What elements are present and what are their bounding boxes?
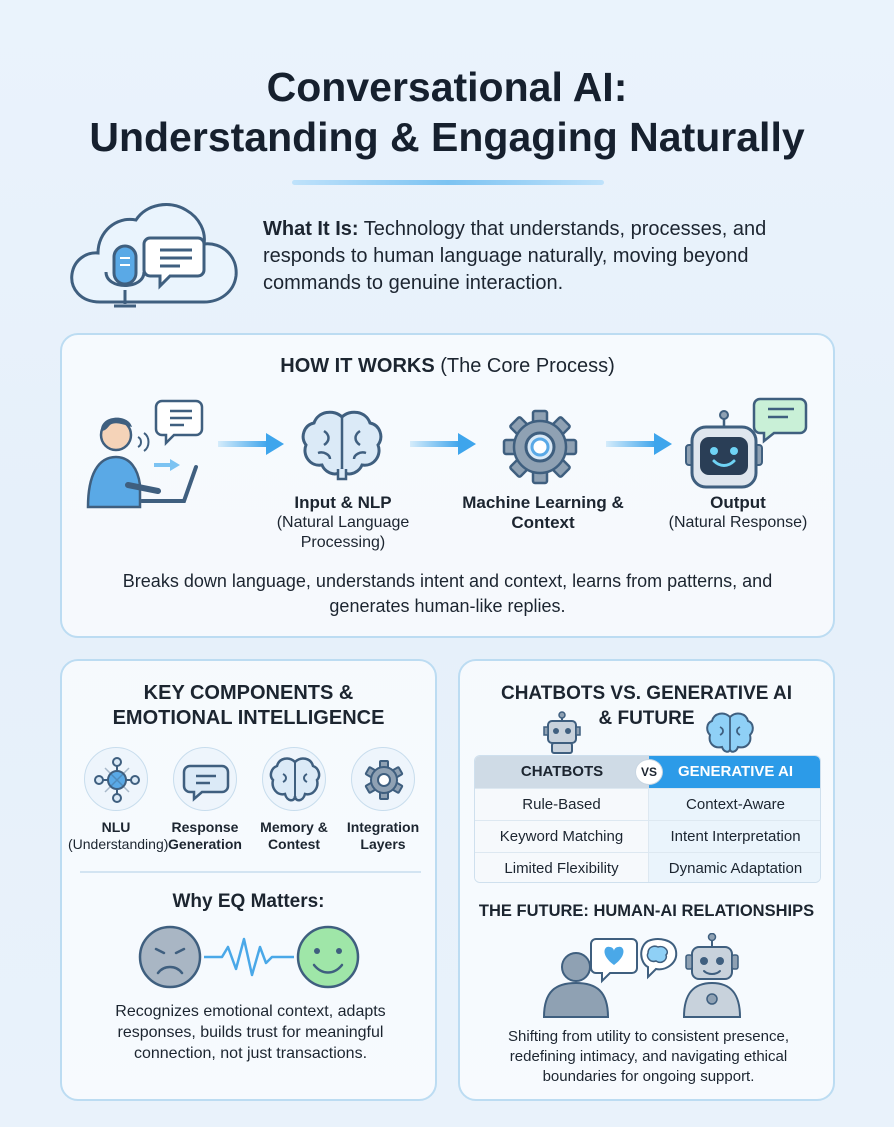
flow-arrow-icon	[218, 433, 284, 455]
what-it-is-text: Technology that understands, processes, …	[263, 218, 767, 294]
ai-brain-icon	[706, 712, 754, 753]
generative-ai-header: GENERATIVE AI	[649, 756, 820, 788]
component-integration: Integration Layers	[335, 819, 431, 853]
how-it-works-description: Breaks down language, understands intent…	[122, 571, 773, 616]
page-title: Conversational AI: Understanding & Engag…	[0, 62, 894, 162]
cloud-chat-icon	[70, 203, 238, 308]
how-title-bold: HOW IT WORKS	[280, 355, 435, 377]
component-nlu: NLU (Understanding)	[68, 819, 168, 853]
flow-arrow-icon	[410, 433, 476, 455]
memory-brain-icon	[262, 747, 326, 811]
future-title: THE FUTURE: HUMAN-AI RELATIONSHIPS	[478, 902, 815, 920]
brain-icon	[301, 410, 383, 481]
how-it-works-title: HOW IT WORKS (The Core Process)	[62, 355, 833, 378]
table-cell: Limited Flexibility	[475, 852, 649, 882]
chatbot-robot-icon	[543, 711, 581, 754]
emotion-faces-icon	[138, 925, 360, 989]
chatbots-header: CHATBOTS	[475, 756, 649, 788]
eq-description: Recognizes emotional context, adapts res…	[115, 1003, 386, 1062]
step-heading: Input & NLP	[294, 493, 392, 512]
component-heading: NLU	[101, 819, 131, 835]
step-heading: Machine Learning & Context	[462, 493, 624, 532]
comparison-title-line-1: CHATBOTS VS. GENERATIVE AI	[500, 683, 792, 704]
key-components-title: KEY COMPONENTS & EMOTIONAL INTELLIGENCE	[62, 681, 435, 731]
table-cell: Keyword Matching	[475, 820, 649, 852]
component-sub: Contest	[267, 836, 321, 852]
key-components-card: KEY COMPONENTS & EMOTIONAL INTELLIGENCE	[60, 659, 437, 1101]
nlu-network-icon	[84, 747, 148, 811]
component-sub: (Understanding)	[68, 836, 169, 852]
integration-gear-icon	[351, 747, 415, 811]
title-underline	[292, 180, 604, 185]
flow-arrow-icon	[606, 433, 672, 455]
chat-bubble-icon	[173, 747, 237, 811]
key-components-title-line-2: EMOTIONAL INTELLIGENCE	[112, 707, 385, 729]
eq-title: Why EQ Matters:	[172, 891, 325, 912]
table-cell: Intent Interpretation	[649, 820, 820, 852]
comparison-title-line-2: & FUTURE	[598, 708, 695, 729]
step-sub: (Natural Response)	[668, 514, 808, 531]
human-ai-relationship-icon	[542, 933, 742, 1018]
section-divider	[80, 871, 421, 873]
how-it-works-card: HOW IT WORKS (The Core Process)	[60, 333, 835, 638]
gear-icon	[502, 409, 578, 485]
key-components-title-line-1: KEY COMPONENTS &	[143, 682, 354, 704]
component-heading: Memory &	[260, 819, 328, 835]
step-heading: Output	[710, 493, 766, 512]
component-heading: Response	[171, 819, 239, 835]
step-output: Output (Natural Response)	[658, 493, 818, 533]
what-it-is-label: What It Is:	[263, 218, 359, 240]
how-title-rest: (The Core Process)	[434, 355, 615, 377]
component-sub: Generation	[168, 836, 242, 852]
title-line-2: Understanding & Engaging Naturally	[89, 114, 805, 160]
future-description: Shifting from utility to consistent pres…	[508, 1028, 789, 1085]
component-sub: Layers	[360, 836, 406, 852]
component-memory: Memory & Contest	[246, 819, 342, 853]
comparison-table: CHATBOTS GENERATIVE AI VS Rule-Based Con…	[474, 755, 821, 883]
person-laptop-icon	[86, 399, 204, 509]
title-line-1: Conversational AI:	[266, 64, 628, 110]
robot-chat-icon	[685, 397, 808, 489]
step-machine-learning: Machine Learning & Context	[458, 493, 628, 533]
what-it-is: What It Is: Technology that understands,…	[263, 216, 823, 297]
table-cell: Dynamic Adaptation	[649, 852, 820, 882]
table-cell: Context-Aware	[649, 788, 820, 820]
table-cell: Rule-Based	[475, 788, 649, 820]
component-response-generation: Response Generation	[157, 819, 253, 853]
component-heading: Integration	[346, 819, 420, 835]
step-sub: (Natural Language Processing)	[276, 514, 410, 551]
vs-badge: VS	[635, 759, 663, 785]
comparison-card: CHATBOTS VS. GENERATIVE AI & FUTURE CHAT…	[458, 659, 835, 1101]
step-input-nlp: Input & NLP (Natural Language Processing…	[258, 493, 428, 553]
comparison-title: CHATBOTS VS. GENERATIVE AI & FUTURE	[460, 681, 833, 731]
